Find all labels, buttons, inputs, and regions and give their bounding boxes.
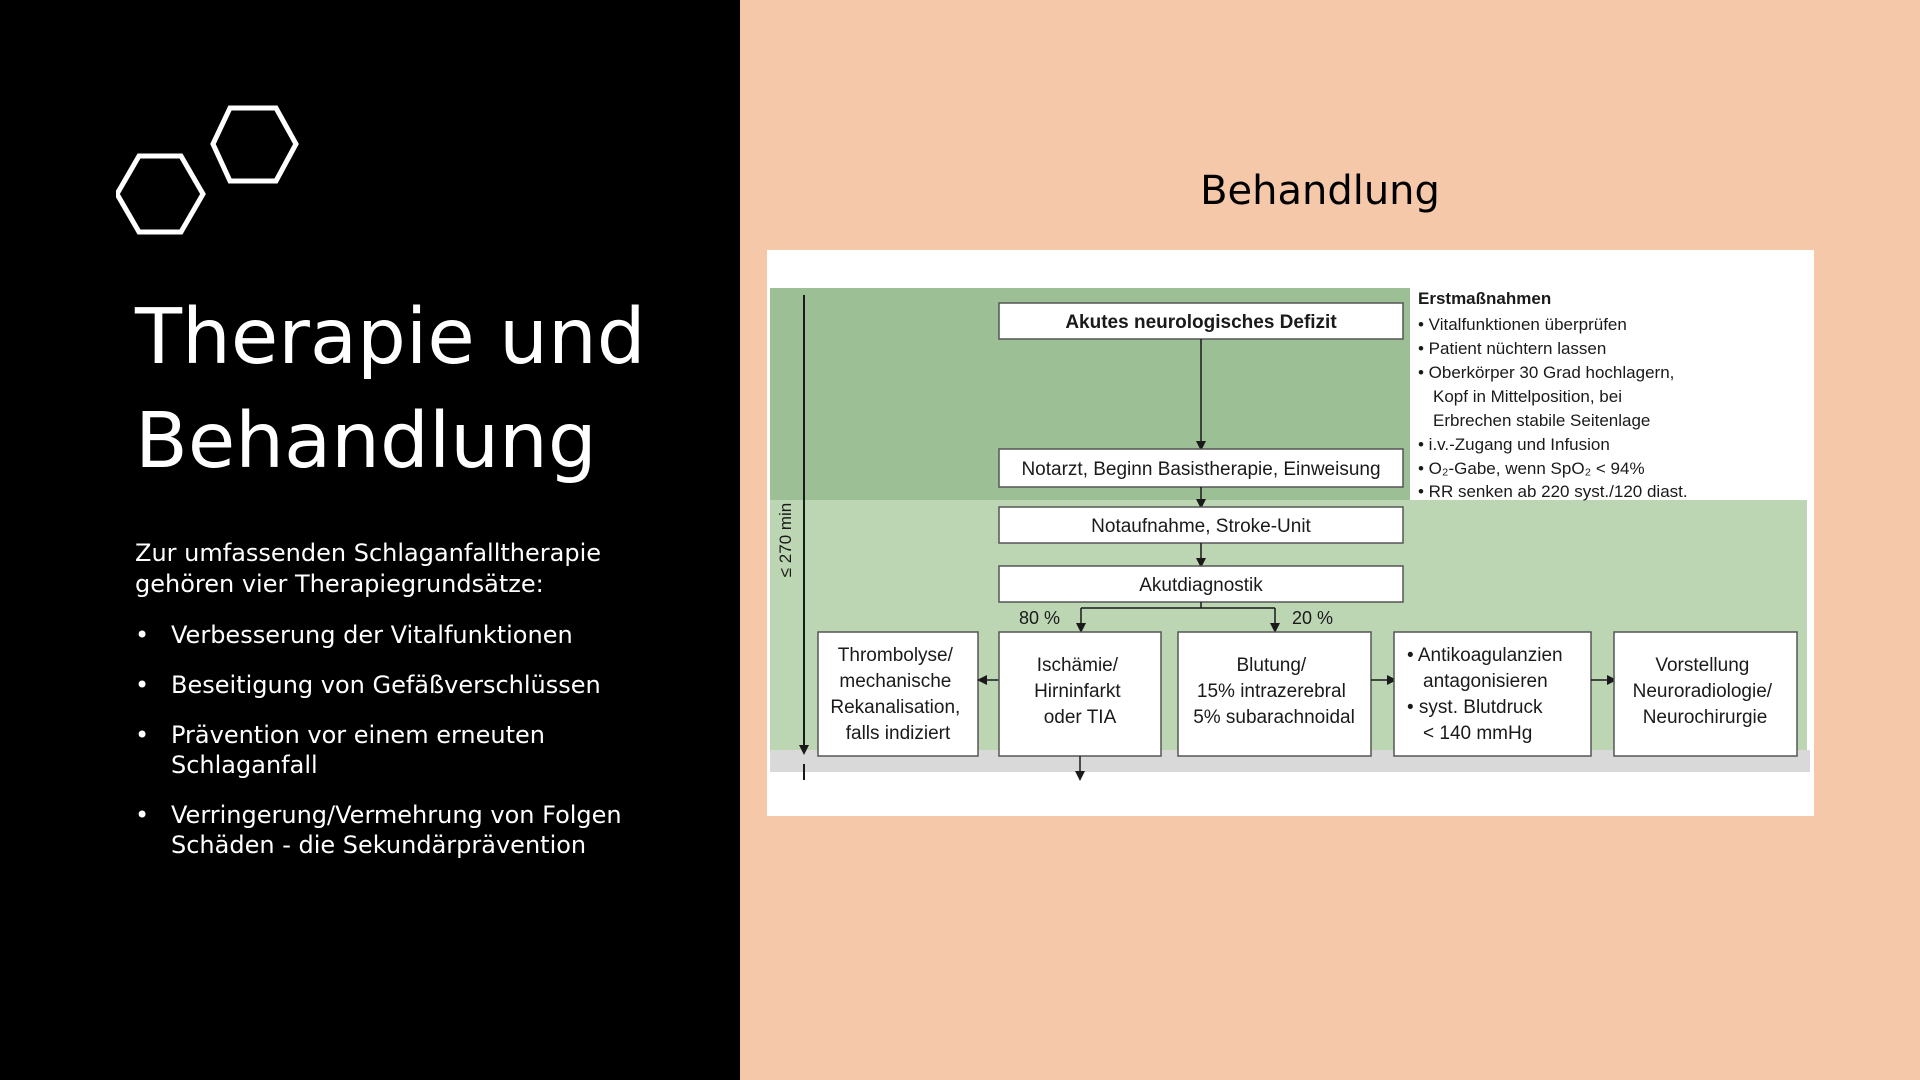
box-akutdiagnostik [998,565,1404,603]
section-title: Behandlung [1200,168,1440,214]
box-deficit [998,302,1404,340]
box-antikoag [1393,631,1592,757]
stroke-treatment-flowchart: ≤ 270 min Akutes neurologisches Defizit … [767,250,1814,816]
box-blutung [1177,631,1372,757]
box-notarzt [998,448,1404,488]
box-thrombolyse-label: Thrombolyse/ mechanische Rekanalisation,… [830,645,965,744]
box-antikoag-label: • Antikoagulanzien antagonisieren • syst… [1407,645,1568,744]
erstmassnahmen-title: Erstmaßnahmen [1418,289,1551,308]
pct-left-label: 80 % [1019,608,1060,628]
list-item: Prävention vor einem erneuten Schlaganfa… [135,720,695,780]
box-akutdiagnostik-label: Akutdiagnostik [1139,575,1263,596]
time-label: ≤ 270 min [776,503,795,578]
left-panel: Therapie und Behandlung Zur umfassenden … [0,0,740,1080]
box-notaufnahme [998,506,1404,544]
box-ischaemie [998,631,1162,757]
flowchart-svg: ≤ 270 min Akutes neurologisches Defizit … [770,282,1810,781]
erstmassnahmen-list: • Vitalfunktionen überprüfen • Patient n… [1418,315,1688,501]
box-vorstellung-label: Vorstellung Neuroradiologie/ Neurochirur… [1633,655,1778,728]
box-thrombolyse [817,631,979,757]
hexagon-logo-icon [116,105,299,235]
box-blutung-label: Blutung/ 15% intrazerebral 5% subarachno… [1193,655,1355,728]
page-title: Therapie und Behandlung [135,286,646,494]
list-item: Beseitigung von Gefäßverschlüssen [135,670,695,700]
intro-text: Zur umfassenden Schlaganfalltherapie geh… [135,539,602,598]
list-item: Verbesserung der Vitalfunktionen [135,620,695,650]
box-deficit-label: Akutes neurologisches Defizit [1065,312,1337,333]
erstmassnahmen-panel [1410,282,1807,500]
box-ischaemie-label: Ischämie/ Hirninfarkt oder TIA [1034,655,1126,728]
title-line-2: Behandlung [135,397,597,486]
list-item: Verringerung/Vermehrung von Folgen Schäd… [135,800,695,860]
box-vorstellung [1613,631,1798,757]
title-line-1: Therapie und [135,293,646,382]
pct-right-label: 20 % [1292,608,1333,628]
box-notarzt-label: Notarzt, Beginn Basistherapie, Einweisun… [1021,459,1380,480]
principles-list: Verbesserung der Vitalfunktionen Beseiti… [135,620,695,880]
box-notaufnahme-label: Notaufnahme, Stroke-Unit [1091,516,1311,537]
